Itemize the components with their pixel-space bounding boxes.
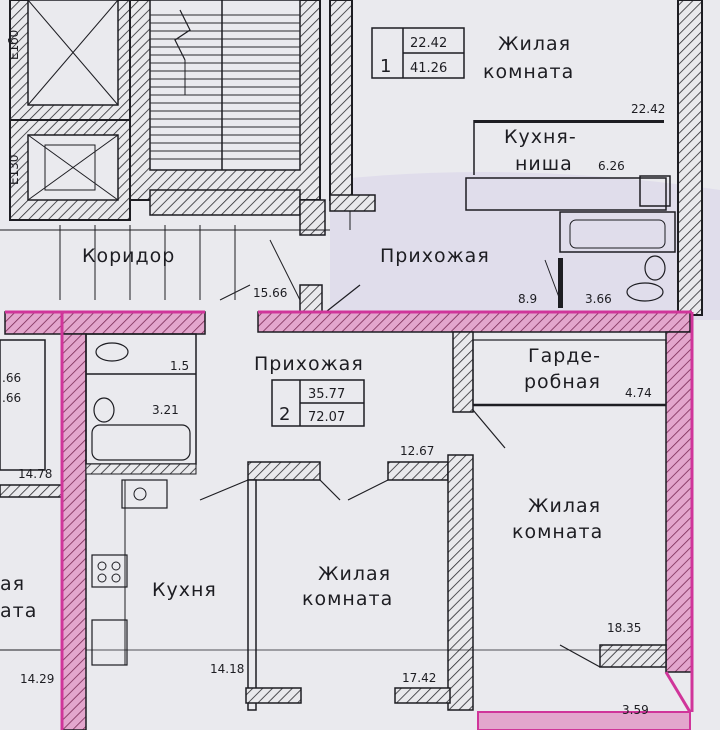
apartment-2-interior (85, 331, 667, 711)
apt1-living-room-label-1: Жилая (498, 33, 571, 55)
staircase (129, 0, 326, 236)
left-area-c: 14.78 (18, 467, 52, 481)
corridor-area: 15.66 (253, 286, 287, 300)
apt1-bath-area: 3.66 (585, 292, 612, 306)
apartment-1-total-area: 41.26 (410, 61, 447, 76)
corridor-guides (0, 200, 351, 301)
apartment-1-badge (371, 27, 465, 79)
shadow-area (330, 172, 720, 320)
apartment-1-number: 1 (380, 56, 391, 77)
left-room-fragment-1: ая (0, 573, 25, 595)
apt2-living-mid-label-1: Жилая (318, 563, 391, 585)
apt2-hallway-label: Прихожая (254, 353, 364, 375)
apt2-wardrobe-area: 4.74 (625, 386, 652, 400)
apt2-kitchen-area: 14.18 (210, 662, 244, 676)
corridor-label: Коридор (82, 245, 175, 267)
apt2-living-big-label-1: Жилая (528, 495, 601, 517)
apt2-living-mid-area: 17.42 (402, 671, 436, 685)
apt2-hallway-area: 12.67 (400, 444, 434, 458)
apt2-living-big-label-2: комната (512, 521, 603, 543)
apt1-kitchen-niche-label-1: Кухня- (504, 126, 577, 148)
apt2-bath-area: 3.21 (152, 403, 179, 417)
apartment-2-outline (4, 310, 694, 730)
apt1-hallway-label: Прихожая (380, 245, 490, 267)
apartment-1-living-area: 22.42 (410, 36, 447, 51)
left-area-a: .66 (2, 371, 21, 385)
apt1-living-room-label-2: комната (483, 61, 574, 83)
apt2-living-mid-label-2: комната (302, 588, 393, 610)
left-area-b: .66 (2, 391, 21, 405)
apt2-living-big-area: 18.35 (607, 621, 641, 635)
apt1-hallway-area: 8.9 (518, 292, 537, 306)
apt1-kitchen-niche-label-2: ниша (515, 153, 573, 175)
elevator-core (9, 0, 131, 221)
left-room-fragment-2: ата (0, 600, 37, 622)
left-area-d: 14.29 (20, 672, 54, 686)
apt1-living-room-area: 22.42 (631, 102, 665, 116)
left-apartment-walls (0, 339, 71, 651)
apt2-wardrobe-label-1: Гарде- (528, 345, 601, 367)
apt2-wardrobe-label-2: робная (524, 371, 601, 393)
elevator-label-1: Е1б0 (7, 30, 21, 60)
apt2-balcony-area: 3.59 (622, 703, 649, 717)
elevator-label-2: Е130 (7, 155, 21, 186)
apartment-2-number: 2 (279, 404, 290, 425)
apt2-wc-area: 1.5 (170, 359, 189, 373)
apartment-1-walls (299, 0, 703, 316)
apt2-kitchen-label: Кухня (152, 579, 217, 601)
apartment-2-total-area: 72.07 (308, 410, 345, 425)
apartment-2-living-area: 35.77 (308, 387, 345, 402)
apt1-kitchen-niche-area: 6.26 (598, 159, 625, 173)
